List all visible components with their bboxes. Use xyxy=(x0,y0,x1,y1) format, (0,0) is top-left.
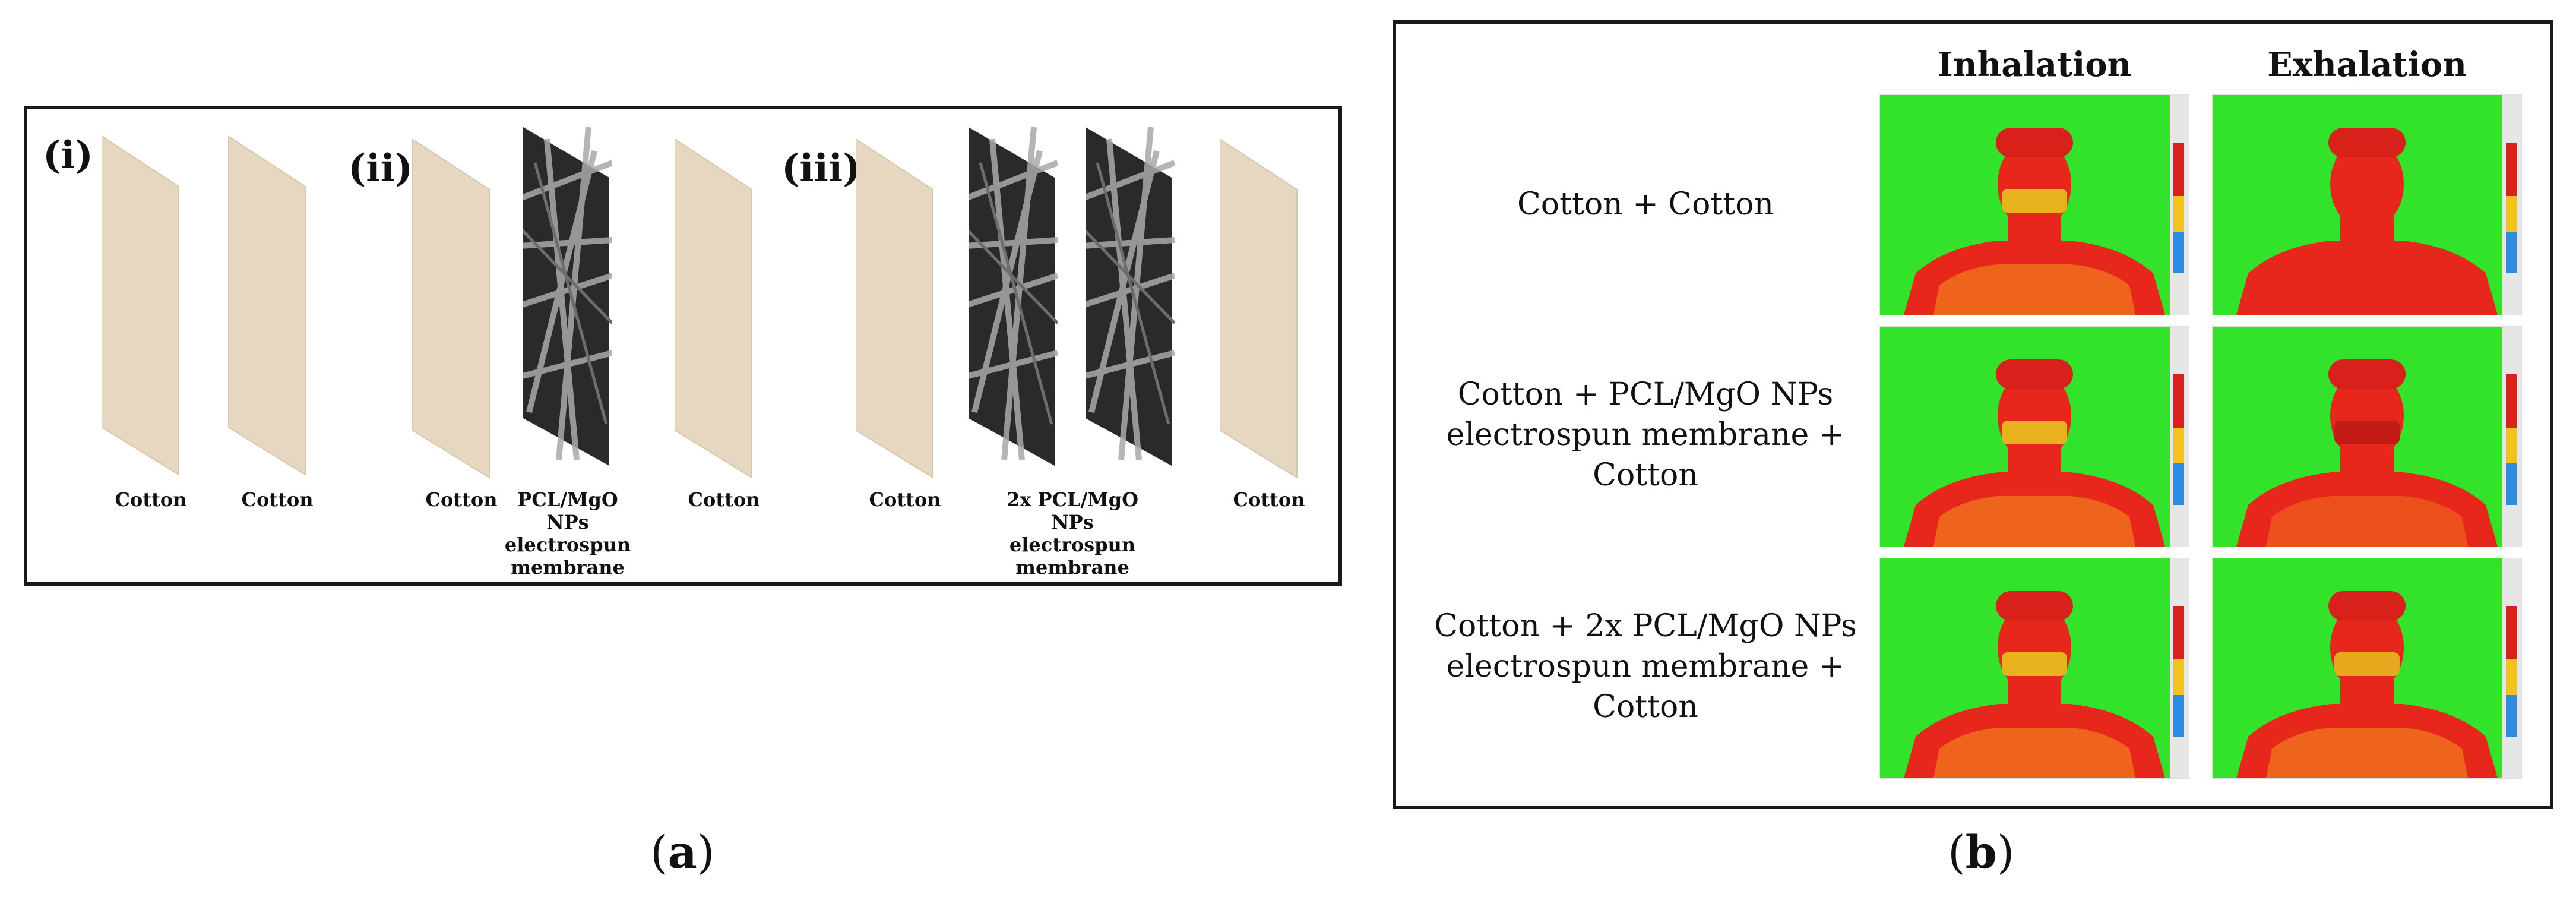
thermal-image xyxy=(2213,327,2521,547)
layer-label: Cotton xyxy=(241,488,314,511)
config-iii-numeral: (iii) xyxy=(781,146,861,191)
layer-label: Cotton xyxy=(115,488,187,511)
layer-label: PCL/MgO NPs electrospun membrane xyxy=(504,488,631,579)
cotton-layer xyxy=(856,139,945,478)
thermal-image xyxy=(2213,95,2521,315)
panel-a-frame: (i) (ii) (iii) Cotton Cotton Cotton PCL/… xyxy=(24,106,1342,586)
membrane-layer xyxy=(1086,127,1175,466)
layer-label: Cotton xyxy=(869,488,941,511)
cotton-layer xyxy=(102,136,191,475)
config-i-numeral: (i) xyxy=(43,133,93,178)
column-header-inhalation: Inhalation xyxy=(1937,45,2132,84)
membrane-layer xyxy=(969,127,1058,466)
panel-a-caption: (a) xyxy=(650,826,715,879)
thermal-image xyxy=(1880,95,2189,315)
row-label: Cotton + Cotton xyxy=(1517,187,1774,222)
layer-label: Cotton xyxy=(688,488,760,511)
cotton-layer xyxy=(1220,139,1309,478)
membrane-layer xyxy=(523,127,612,466)
thermal-image xyxy=(1880,558,2189,778)
row-label: Cotton + PCL/MgO NPs electrospun membran… xyxy=(1446,377,1845,493)
thermal-image xyxy=(2213,558,2521,778)
layer-label: Cotton xyxy=(1233,488,1305,511)
config-ii-numeral: (ii) xyxy=(348,146,413,191)
thermal-image xyxy=(1880,327,2189,547)
cotton-layer xyxy=(675,139,764,478)
layer-label: 2x PCL/MgO NPs electrospun membrane xyxy=(1007,488,1138,579)
cotton-layer xyxy=(412,139,501,478)
layer-label: Cotton xyxy=(425,488,498,511)
panel-b-frame: Inhalation Exhalation Cotton + Cotton Co… xyxy=(1393,20,2553,809)
column-header-exhalation: Exhalation xyxy=(2267,45,2467,84)
row-label: Cotton + 2x PCL/MgO NPs electrospun memb… xyxy=(1434,608,1857,725)
cotton-layer xyxy=(228,136,317,475)
panel-b-caption: (b) xyxy=(1948,826,2015,879)
